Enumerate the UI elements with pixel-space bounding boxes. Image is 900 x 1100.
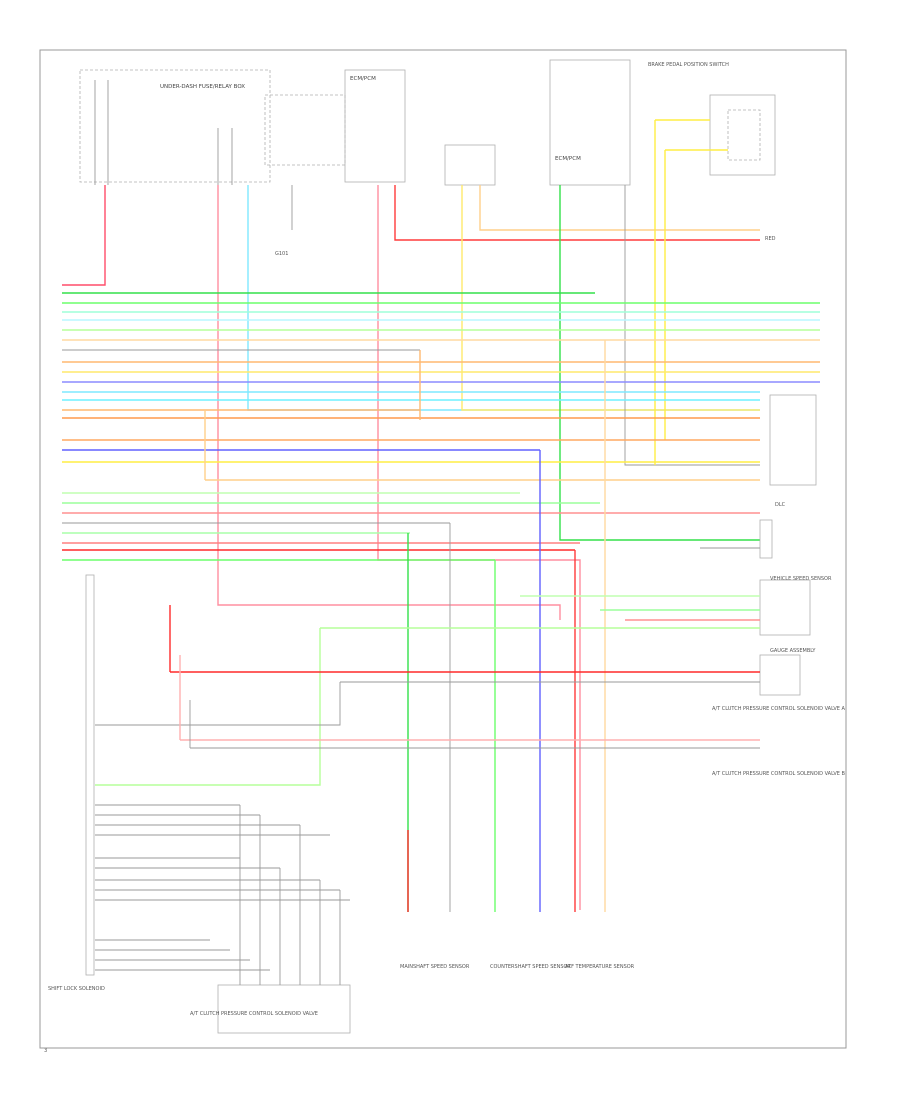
wire-pnk-left xyxy=(62,185,106,286)
wire-orn-sensor xyxy=(479,185,760,231)
wire-ltblu-junction xyxy=(247,185,760,411)
atf-temp-label: ATF TEMPERATURE SENSOR xyxy=(565,964,635,970)
wire-yel-brake-1 xyxy=(654,119,710,465)
bottom-bus xyxy=(95,804,350,971)
wire-yel-sensor xyxy=(461,185,760,411)
cpcs-b-label: A/T CLUTCH PRESSURE CONTROL SOLENOID VAL… xyxy=(712,771,845,777)
vss-label: VEHICLE SPEED SENSOR xyxy=(770,576,832,582)
ecm-box: ECM/PCM xyxy=(264,69,406,183)
connector-right-2: GAUGE ASSEMBLY xyxy=(759,648,816,696)
mainshaft-label: MAINSHAFT SPEED SENSOR xyxy=(400,964,470,970)
shift-lock-label: SHIFT LOCK SOLENOID xyxy=(48,986,105,992)
label-red-ecm-dest: RED xyxy=(765,236,776,242)
tcm-box: ECM/PCM xyxy=(549,59,631,186)
bus-block-4 xyxy=(62,492,760,561)
bus-block-1 xyxy=(62,292,820,351)
label-ground: G101 xyxy=(275,251,288,257)
connector-right-1: VEHICLE SPEED SENSOR xyxy=(759,576,832,636)
wire-red-ecm xyxy=(394,185,760,241)
junction-box-label: UNDER-DASH FUSE/RELAY BOX xyxy=(160,84,245,90)
connector-right-3 xyxy=(769,394,817,486)
gauge-label: GAUGE ASSEMBLY xyxy=(770,648,816,654)
sensor-box xyxy=(444,144,496,186)
tcm-label: ECM/PCM xyxy=(555,156,581,162)
countershaft-label: COUNTERSHAFT SPEED SENSOR xyxy=(490,964,571,970)
wire-yel-brake-2 xyxy=(664,149,728,440)
brake-switch-label: BRAKE PEDAL POSITION SWITCH xyxy=(648,62,729,68)
cpcs-a-label: A/T CLUTCH PRESSURE CONTROL SOLENOID VAL… xyxy=(712,706,845,712)
bottom-connector: A/T CLUTCH PRESSURE CONTROL SOLENOID VAL… xyxy=(190,805,351,1034)
dlc-label: DLC xyxy=(775,502,786,508)
bus-block-2 xyxy=(62,361,820,419)
bus-block-3 xyxy=(62,410,760,481)
wire-blk-tcm xyxy=(624,185,760,466)
lockup-solenoid-label: A/T CLUTCH PRESSURE CONTROL SOLENOID VAL… xyxy=(190,1011,318,1017)
junction-box: UNDER-DASH FUSE/RELAY BOX xyxy=(79,69,271,185)
brake-switch-box: BRAKE PEDAL POSITION SWITCH xyxy=(648,62,776,176)
dlc-box: DLC xyxy=(759,502,786,559)
tcm-lower-box: SHIFT LOCK SOLENOID xyxy=(48,574,105,992)
ecm-label: ECM/PCM xyxy=(350,76,376,82)
diagram-frame xyxy=(39,49,847,1049)
page-number: 3 xyxy=(44,1048,47,1054)
wire-pnk-junction xyxy=(217,185,561,620)
